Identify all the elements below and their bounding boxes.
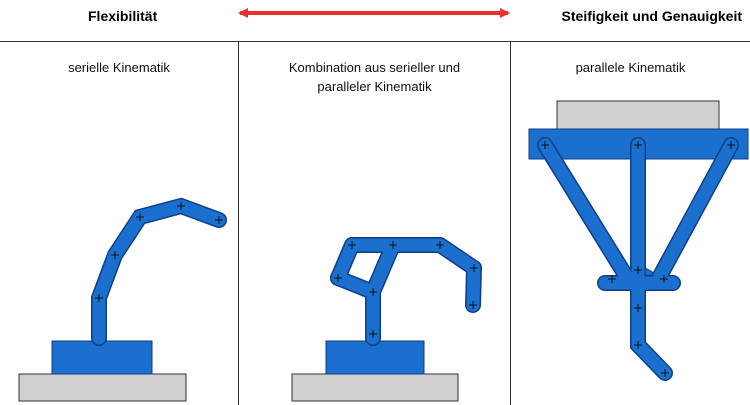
hybrid-base-block xyxy=(325,340,425,375)
serial-kinematics-title: serielle Kinematik xyxy=(68,60,170,75)
stiffness-accuracy-label: Steifigkeit und Genauigkeit xyxy=(561,8,742,24)
serial-floor-plate xyxy=(18,373,187,402)
joint-icon xyxy=(660,275,668,283)
joint-icon xyxy=(634,266,642,274)
joint-icon xyxy=(469,301,477,309)
joint-icon xyxy=(661,369,669,377)
joint-icon xyxy=(348,241,356,249)
joint-icon xyxy=(334,274,342,282)
joint-icon xyxy=(727,141,735,149)
joint-icon xyxy=(608,275,616,283)
joint-icon xyxy=(634,341,642,349)
joint-icon xyxy=(634,304,642,312)
parallel-kinematics-title: parallele Kinematik xyxy=(575,60,686,75)
joint-icon xyxy=(95,294,103,302)
joint-icon xyxy=(215,216,223,224)
joint-icon xyxy=(389,241,397,249)
joint-icon xyxy=(634,141,642,149)
hybrid-title-line1: Kombination aus serieller und xyxy=(288,60,461,75)
hybrid-floor-plate xyxy=(291,373,459,402)
serial-joints xyxy=(95,202,223,302)
joint-icon xyxy=(136,213,144,221)
parallel-robot xyxy=(528,100,749,381)
hybrid-kinematics-title: Kombination aus serieller und paralleler… xyxy=(239,58,510,96)
serial-robot xyxy=(18,197,227,402)
hybrid-joints xyxy=(334,241,478,338)
joint-icon xyxy=(541,141,549,149)
joint-icon xyxy=(369,330,377,338)
joint-icon xyxy=(369,288,377,296)
header-rule xyxy=(0,41,750,42)
flexibility-label: Flexibilität xyxy=(88,8,158,24)
joint-icon xyxy=(436,241,444,249)
parallel-joints xyxy=(541,141,735,377)
parallel-mount-plate xyxy=(556,100,720,130)
joint-icon xyxy=(177,202,185,210)
parallel-arm-links xyxy=(538,138,738,380)
joint-icon xyxy=(111,251,119,259)
column-divider-left xyxy=(238,41,239,405)
joint-icon xyxy=(470,264,478,272)
hybrid-robot xyxy=(291,237,482,402)
column-divider-right xyxy=(510,41,511,405)
hybrid-title-line2: paralleler Kinematik xyxy=(317,79,432,94)
serial-arm-links xyxy=(91,197,227,346)
serial-base-block xyxy=(51,340,153,375)
